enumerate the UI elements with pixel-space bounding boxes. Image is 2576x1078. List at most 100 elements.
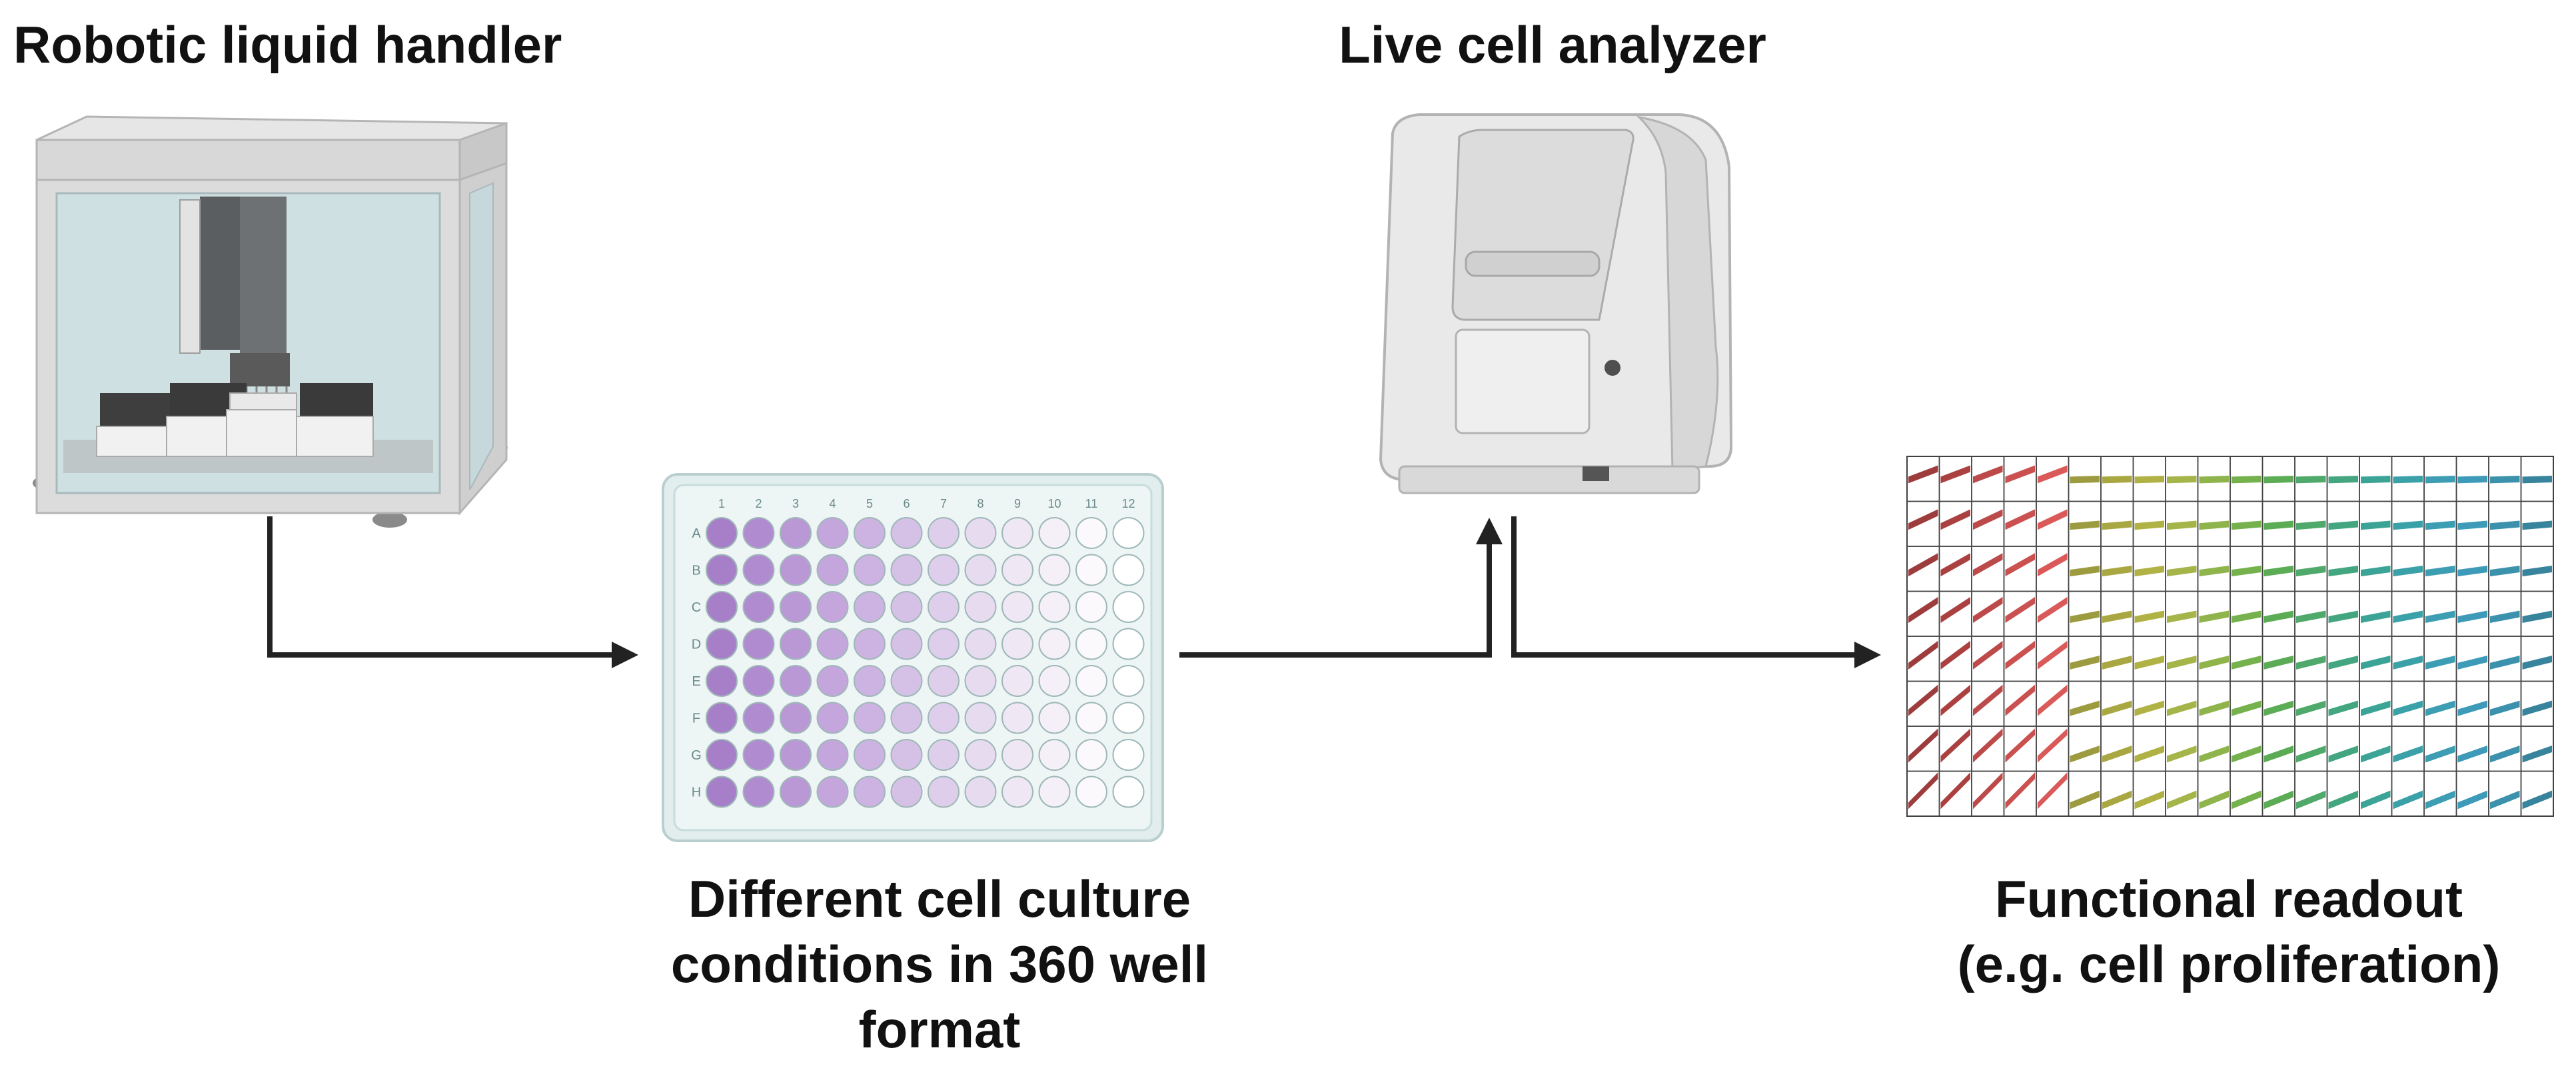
readout-curve <box>2232 566 2261 577</box>
plate-row-label: E <box>692 674 700 689</box>
readout-curve <box>2070 476 2100 484</box>
handler-title: Robotic liquid handler <box>13 15 562 74</box>
readout-curve <box>2425 700 2455 716</box>
readout-curve <box>2005 640 2035 670</box>
plate-well <box>780 665 812 697</box>
plate-column-label: 10 <box>1047 497 1061 510</box>
readout-curve <box>2167 790 2197 809</box>
plate-well <box>854 776 886 808</box>
readout-curve <box>2425 610 2455 623</box>
plate-well <box>964 702 997 734</box>
plate-well <box>780 628 812 660</box>
plate-well <box>1112 702 1145 734</box>
readout-curve <box>2328 566 2358 577</box>
readout-curve <box>1908 553 1938 577</box>
readout-curve <box>1973 509 2003 530</box>
plate-column-label: 6 <box>903 497 910 510</box>
readout-curve <box>2490 790 2520 809</box>
readout-curve <box>2134 790 2164 809</box>
readout-curve <box>2490 656 2520 670</box>
readout-curve <box>2102 700 2132 716</box>
plate-well <box>780 591 812 623</box>
plate-well <box>1112 517 1145 549</box>
plate-well <box>1001 628 1033 660</box>
readout-curve <box>2102 746 2132 763</box>
readout-curve <box>2361 656 2391 670</box>
readout-curve <box>2522 610 2552 623</box>
readout-curve <box>2263 476 2293 484</box>
plate-well <box>816 776 849 808</box>
plate-well <box>816 554 849 586</box>
plate-well <box>928 702 960 734</box>
plate-well <box>1075 554 1107 586</box>
plate-well <box>854 665 886 697</box>
readout-curve <box>2393 476 2423 484</box>
readout-curve <box>2070 520 2100 530</box>
readout-curve <box>1973 728 2003 763</box>
plate-row-label: D <box>692 638 701 652</box>
plate-well <box>706 776 738 808</box>
plate-well <box>706 591 738 623</box>
plate-well <box>1112 665 1145 697</box>
plate-well <box>780 776 812 808</box>
plate-well <box>1075 776 1107 808</box>
readout-curve <box>2134 566 2164 577</box>
plate-well <box>890 665 923 697</box>
readout-curve <box>2005 596 2035 623</box>
plate-well <box>1001 739 1033 771</box>
readout-curve <box>2232 790 2261 809</box>
readout-curve <box>2490 476 2520 484</box>
readout-curve <box>2263 656 2293 670</box>
plate-row-label: G <box>691 748 702 763</box>
plate-row-label: A <box>692 526 701 541</box>
plate-well <box>1075 517 1107 549</box>
readout-curve <box>2102 520 2132 530</box>
plate-row-label: B <box>692 564 700 578</box>
readout-curve <box>2102 566 2132 577</box>
plate-well <box>964 628 997 660</box>
readout-curve <box>2232 656 2261 670</box>
plate-well <box>854 517 886 549</box>
readout-curve <box>1940 553 1970 577</box>
readout-curve <box>2199 520 2229 530</box>
plate-caption-line: Different cell culture <box>688 869 1191 928</box>
readout-curve <box>2070 790 2100 809</box>
readout-curve <box>1940 684 1970 716</box>
readout-curve <box>2361 746 2391 763</box>
plate-well <box>964 665 997 697</box>
readout-curve <box>2522 700 2552 716</box>
readout-curve <box>2522 566 2552 577</box>
readout-curve <box>2361 700 2391 716</box>
readout-curve <box>2167 566 2197 577</box>
plate-well <box>1038 665 1071 697</box>
plate-column-label: 11 <box>1085 497 1098 510</box>
readout-curve <box>2005 684 2035 716</box>
readout-curve <box>2393 610 2423 623</box>
plate-well <box>706 702 738 734</box>
readout-curve <box>2263 610 2293 623</box>
readout-curve <box>1940 728 1970 763</box>
readout-curve <box>2457 566 2487 577</box>
plate-well <box>928 554 960 586</box>
robotic-liquid-handler-illustration <box>33 115 508 528</box>
plate-well <box>890 554 923 586</box>
plate-well <box>1001 665 1033 697</box>
plate-well <box>928 776 960 808</box>
plate-well <box>1112 628 1145 660</box>
plate-well <box>890 591 923 623</box>
plate-caption-line: conditions in 360 well <box>670 935 1209 993</box>
readout-curve <box>2263 790 2293 809</box>
readout-curve <box>2232 476 2261 484</box>
readout-curve <box>2490 566 2520 577</box>
plate-well <box>816 739 849 771</box>
plate-well <box>1038 554 1071 586</box>
plate-well <box>1112 776 1145 808</box>
plate-column-label: 8 <box>977 497 983 510</box>
plate-well <box>928 665 960 697</box>
readout-curve <box>2457 746 2487 763</box>
readout-curve <box>2005 553 2035 577</box>
readout-caption: Functional readout (e.g. cell proliferat… <box>1892 866 2565 997</box>
plate-well <box>1001 702 1033 734</box>
plate-well <box>890 628 923 660</box>
